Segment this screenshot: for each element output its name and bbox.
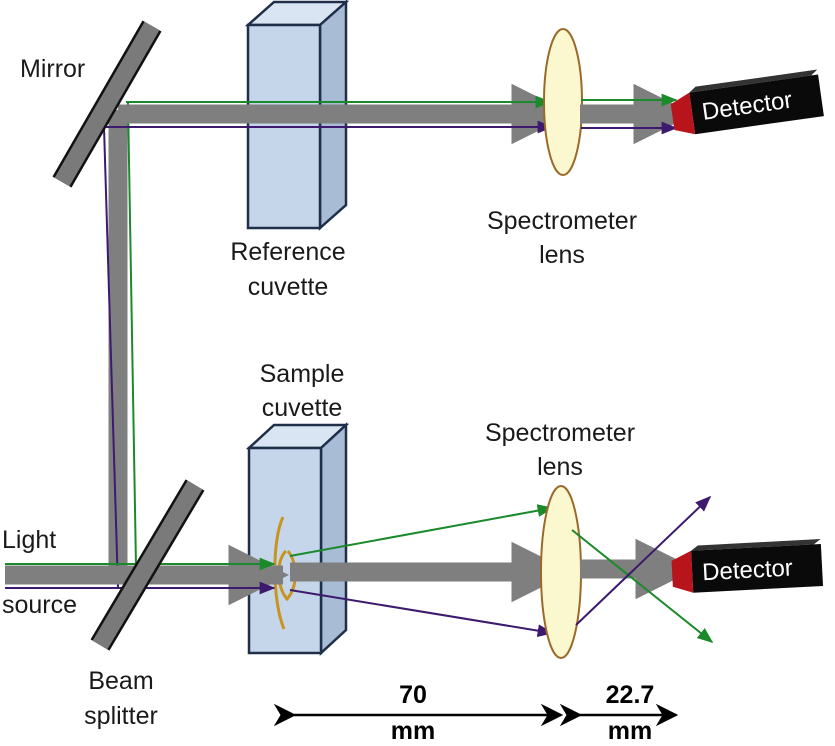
spectrometer-lens-bottom-label-line1: Spectrometer [484,419,636,447]
beam-splitter [90,479,205,651]
vertical-purple-ray [103,126,119,589]
beam-splitter-label-line2: splitter [84,702,158,730]
sample-purple-scatter [289,589,554,637]
beam-splitter-label-line1: Beam [88,667,154,695]
spectrometer-lens-top-label-line1: Spectrometer [486,207,638,235]
spectrometer-lens-bottom-label-line2: lens [537,453,583,481]
mirror-label: Mirror [20,55,86,83]
dimension-70-unit: mm [390,717,436,745]
light-source-label-line1: Light [2,526,57,554]
sample-green-scatter [289,504,554,557]
sample-cuvette [245,422,350,656]
sample-cuvette-label-line1: Sample [259,360,345,388]
bottom-after-lens-green [571,529,714,643]
detector-bottom-label: Detector [701,555,793,587]
spectrometer-lens-bottom [540,485,582,659]
dimension-22-7-unit: mm [607,717,653,745]
detector-bottom: Detector [671,539,824,593]
reference-cuvette-label-line2: cuvette [247,273,329,301]
dimension-22-7-value: 22.7 [605,681,655,709]
detector-top: Detector [670,69,824,135]
dimension-70-value: 70 [399,681,427,709]
bottom-after-lens-purple [575,495,712,626]
mirror [52,20,162,188]
spectrometer-lens-top-label-line2: lens [539,241,585,269]
spectrometer-lens-top [543,28,583,176]
vertical-green-ray [127,102,137,568]
sample-cuvette-label-line2: cuvette [261,394,343,422]
light-source-label-line2: source [2,591,78,619]
reference-cuvette-label-line1: Reference [230,238,346,266]
